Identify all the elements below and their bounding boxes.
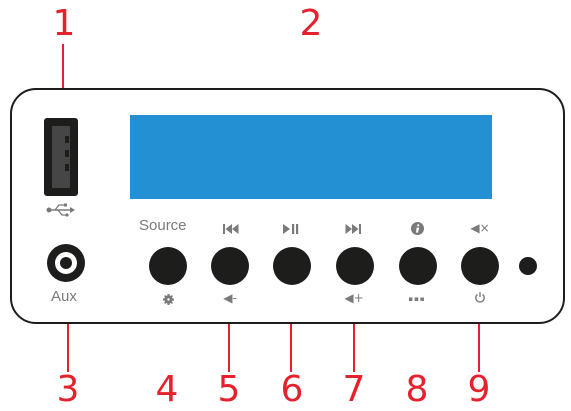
callout-8: 8: [405, 369, 429, 410]
info-button[interactable]: [399, 247, 437, 285]
leader-line-9: [478, 318, 480, 372]
leader-line-6: [290, 310, 292, 372]
aux-input-jack[interactable]: [47, 244, 85, 282]
mute-button[interactable]: [461, 247, 499, 285]
gear-icon: [154, 292, 182, 306]
source-button[interactable]: [149, 247, 187, 285]
next-button[interactable]: [336, 247, 374, 285]
leader-line-5: [228, 318, 230, 372]
leader-line-3: [67, 310, 69, 372]
aux-label: Aux: [51, 288, 77, 305]
callout-2: 2: [299, 3, 323, 44]
leader-line-7: [353, 318, 355, 372]
info-icon: [403, 221, 431, 235]
callout-6: 6: [280, 369, 304, 410]
prev-button[interactable]: [211, 247, 249, 285]
dots-glyph: ▪▪▪: [408, 295, 426, 303]
skip-back-icon: [217, 221, 245, 235]
volume-down-glyph: ◀-: [223, 291, 237, 305]
ir-sensor: [519, 257, 537, 275]
leader-line-1: [62, 44, 64, 118]
callout-1: 1: [52, 3, 76, 44]
power-icon: [466, 289, 494, 303]
volume-up-glyph: ◀+: [344, 291, 364, 305]
play-pause-icon: [277, 221, 305, 235]
usb-port[interactable]: [44, 118, 78, 196]
lcd-display: [130, 115, 492, 199]
callout-3: 3: [56, 369, 80, 410]
usb-icon: [46, 203, 76, 217]
callout-5: 5: [217, 369, 241, 410]
mute-glyph: ◀×: [470, 221, 490, 235]
source-label: Source: [139, 217, 187, 234]
play-pause-button[interactable]: [273, 247, 311, 285]
skip-forward-icon: [339, 221, 367, 235]
callout-7: 7: [342, 369, 366, 410]
callout-4: 4: [155, 369, 179, 410]
callout-9: 9: [467, 369, 491, 410]
